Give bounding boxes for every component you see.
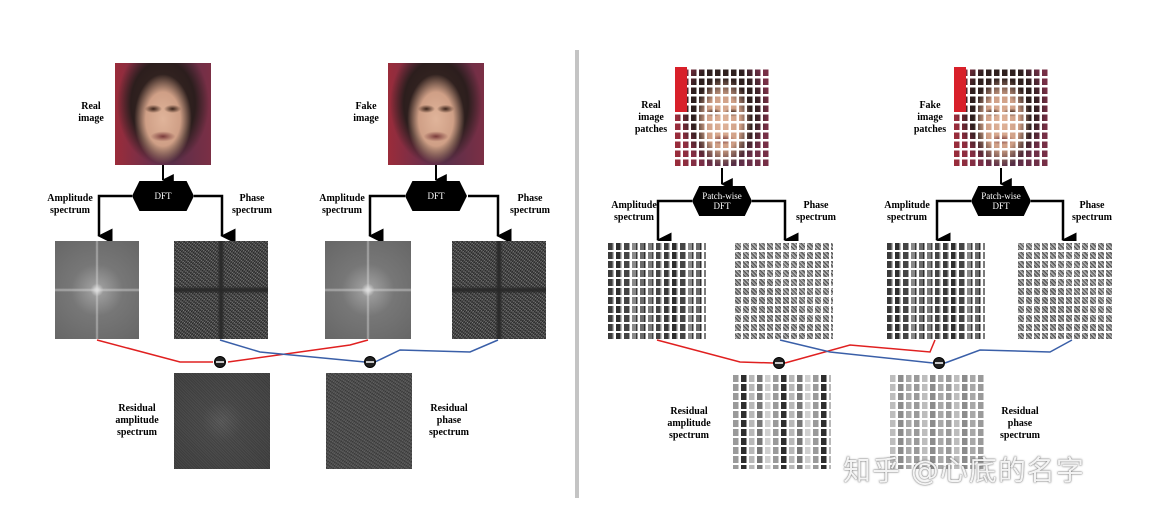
fake-patch-phase-spectrum: [1018, 241, 1112, 339]
arrow-down-icon: [368, 194, 405, 244]
right-real-amplitude-label: Amplitude spectrum: [611, 200, 657, 223]
circle-minus-icon: [773, 357, 785, 369]
arrow-down-icon: [1031, 199, 1077, 248]
fake-amplitude-label: Amplitude spectrum: [319, 193, 365, 216]
fake-patch-amplitude-spectrum: [887, 241, 985, 339]
arrow-down-icon: [656, 199, 692, 248]
fake-patch-dft-box: Patch-wise DFT: [971, 186, 1031, 216]
fake-phase-spectrum: [452, 241, 546, 339]
real-amplitude-spectrum: [55, 241, 139, 339]
real-patch-phase-spectrum: [735, 241, 833, 339]
circle-minus-icon: [214, 356, 226, 368]
circle-minus-icon: [933, 357, 945, 369]
fake-phase-label: Phase spectrum: [510, 193, 550, 216]
real-image-patches: [675, 67, 771, 168]
fake-amplitude-spectrum: [325, 241, 411, 339]
left-amplitude-difference-path: [96, 339, 213, 363]
patch-grid-overlay: [954, 67, 1050, 168]
left-amplitude-difference-path-2: [227, 339, 369, 363]
right-residual-phase-label: Residual phase spectrum: [1000, 406, 1040, 441]
right-amplitude-difference-path-2: [784, 339, 936, 364]
circle-minus-icon: [364, 356, 376, 368]
fake-face-image: [388, 63, 484, 165]
left-fake-branch: [368, 165, 512, 244]
real-patch-dft-box: Patch-wise DFT: [692, 186, 752, 216]
right-fake-branch: [935, 168, 1077, 248]
fake-dft-box: DFT: [405, 181, 467, 211]
residual-amplitude-label: Residual amplitude spectrum: [115, 403, 159, 438]
real-face-image: [115, 63, 211, 165]
patch-grid-overlay: [675, 67, 771, 168]
real-patch-amplitude-spectrum: [608, 241, 706, 339]
real-amplitude-label: Amplitude spectrum: [47, 193, 93, 216]
right-fake-phase-label: Phase spectrum: [1072, 200, 1112, 223]
right-fake-amplitude-label: Amplitude spectrum: [884, 200, 930, 223]
watermark: 知乎 @心底的名字: [843, 454, 1085, 487]
panel-divider: [575, 50, 579, 498]
fake-patches-label: Fake image patches: [913, 100, 947, 135]
real-phase-label: Phase spectrum: [232, 193, 272, 216]
arrow-down-icon: [752, 199, 799, 248]
residual-phase-spectrum: [326, 373, 412, 469]
fake-image-patches: [954, 67, 1050, 168]
arrow-down-icon: [97, 194, 132, 244]
real-dft-box: DFT: [132, 181, 194, 211]
residual-patch-phase-spectrum: [890, 373, 986, 469]
arrow-down-icon: [468, 194, 512, 244]
real-image-label: Real image: [78, 101, 104, 124]
right-phase-difference-path: [779, 339, 934, 364]
real-phase-spectrum: [174, 241, 268, 339]
left-phase-difference-path-2: [374, 339, 499, 363]
residual-phase-label: Residual phase spectrum: [429, 403, 469, 438]
right-amplitude-difference-path: [656, 339, 774, 364]
real-patches-label: Real image patches: [634, 100, 668, 135]
residual-patch-amplitude-spectrum: [733, 373, 831, 469]
fake-image-label: Fake image: [353, 101, 379, 124]
arrow-down-icon: [935, 199, 971, 248]
arrow-down-icon: [194, 194, 236, 244]
residual-amplitude-spectrum: [174, 373, 270, 469]
left-real-branch: [97, 165, 236, 244]
right-residual-amplitude-label: Residual amplitude spectrum: [667, 406, 711, 441]
right-real-branch: [656, 168, 799, 248]
left-phase-difference-path: [219, 339, 366, 363]
right-phase-difference-path-2: [944, 339, 1073, 364]
right-real-phase-label: Phase spectrum: [796, 200, 836, 223]
